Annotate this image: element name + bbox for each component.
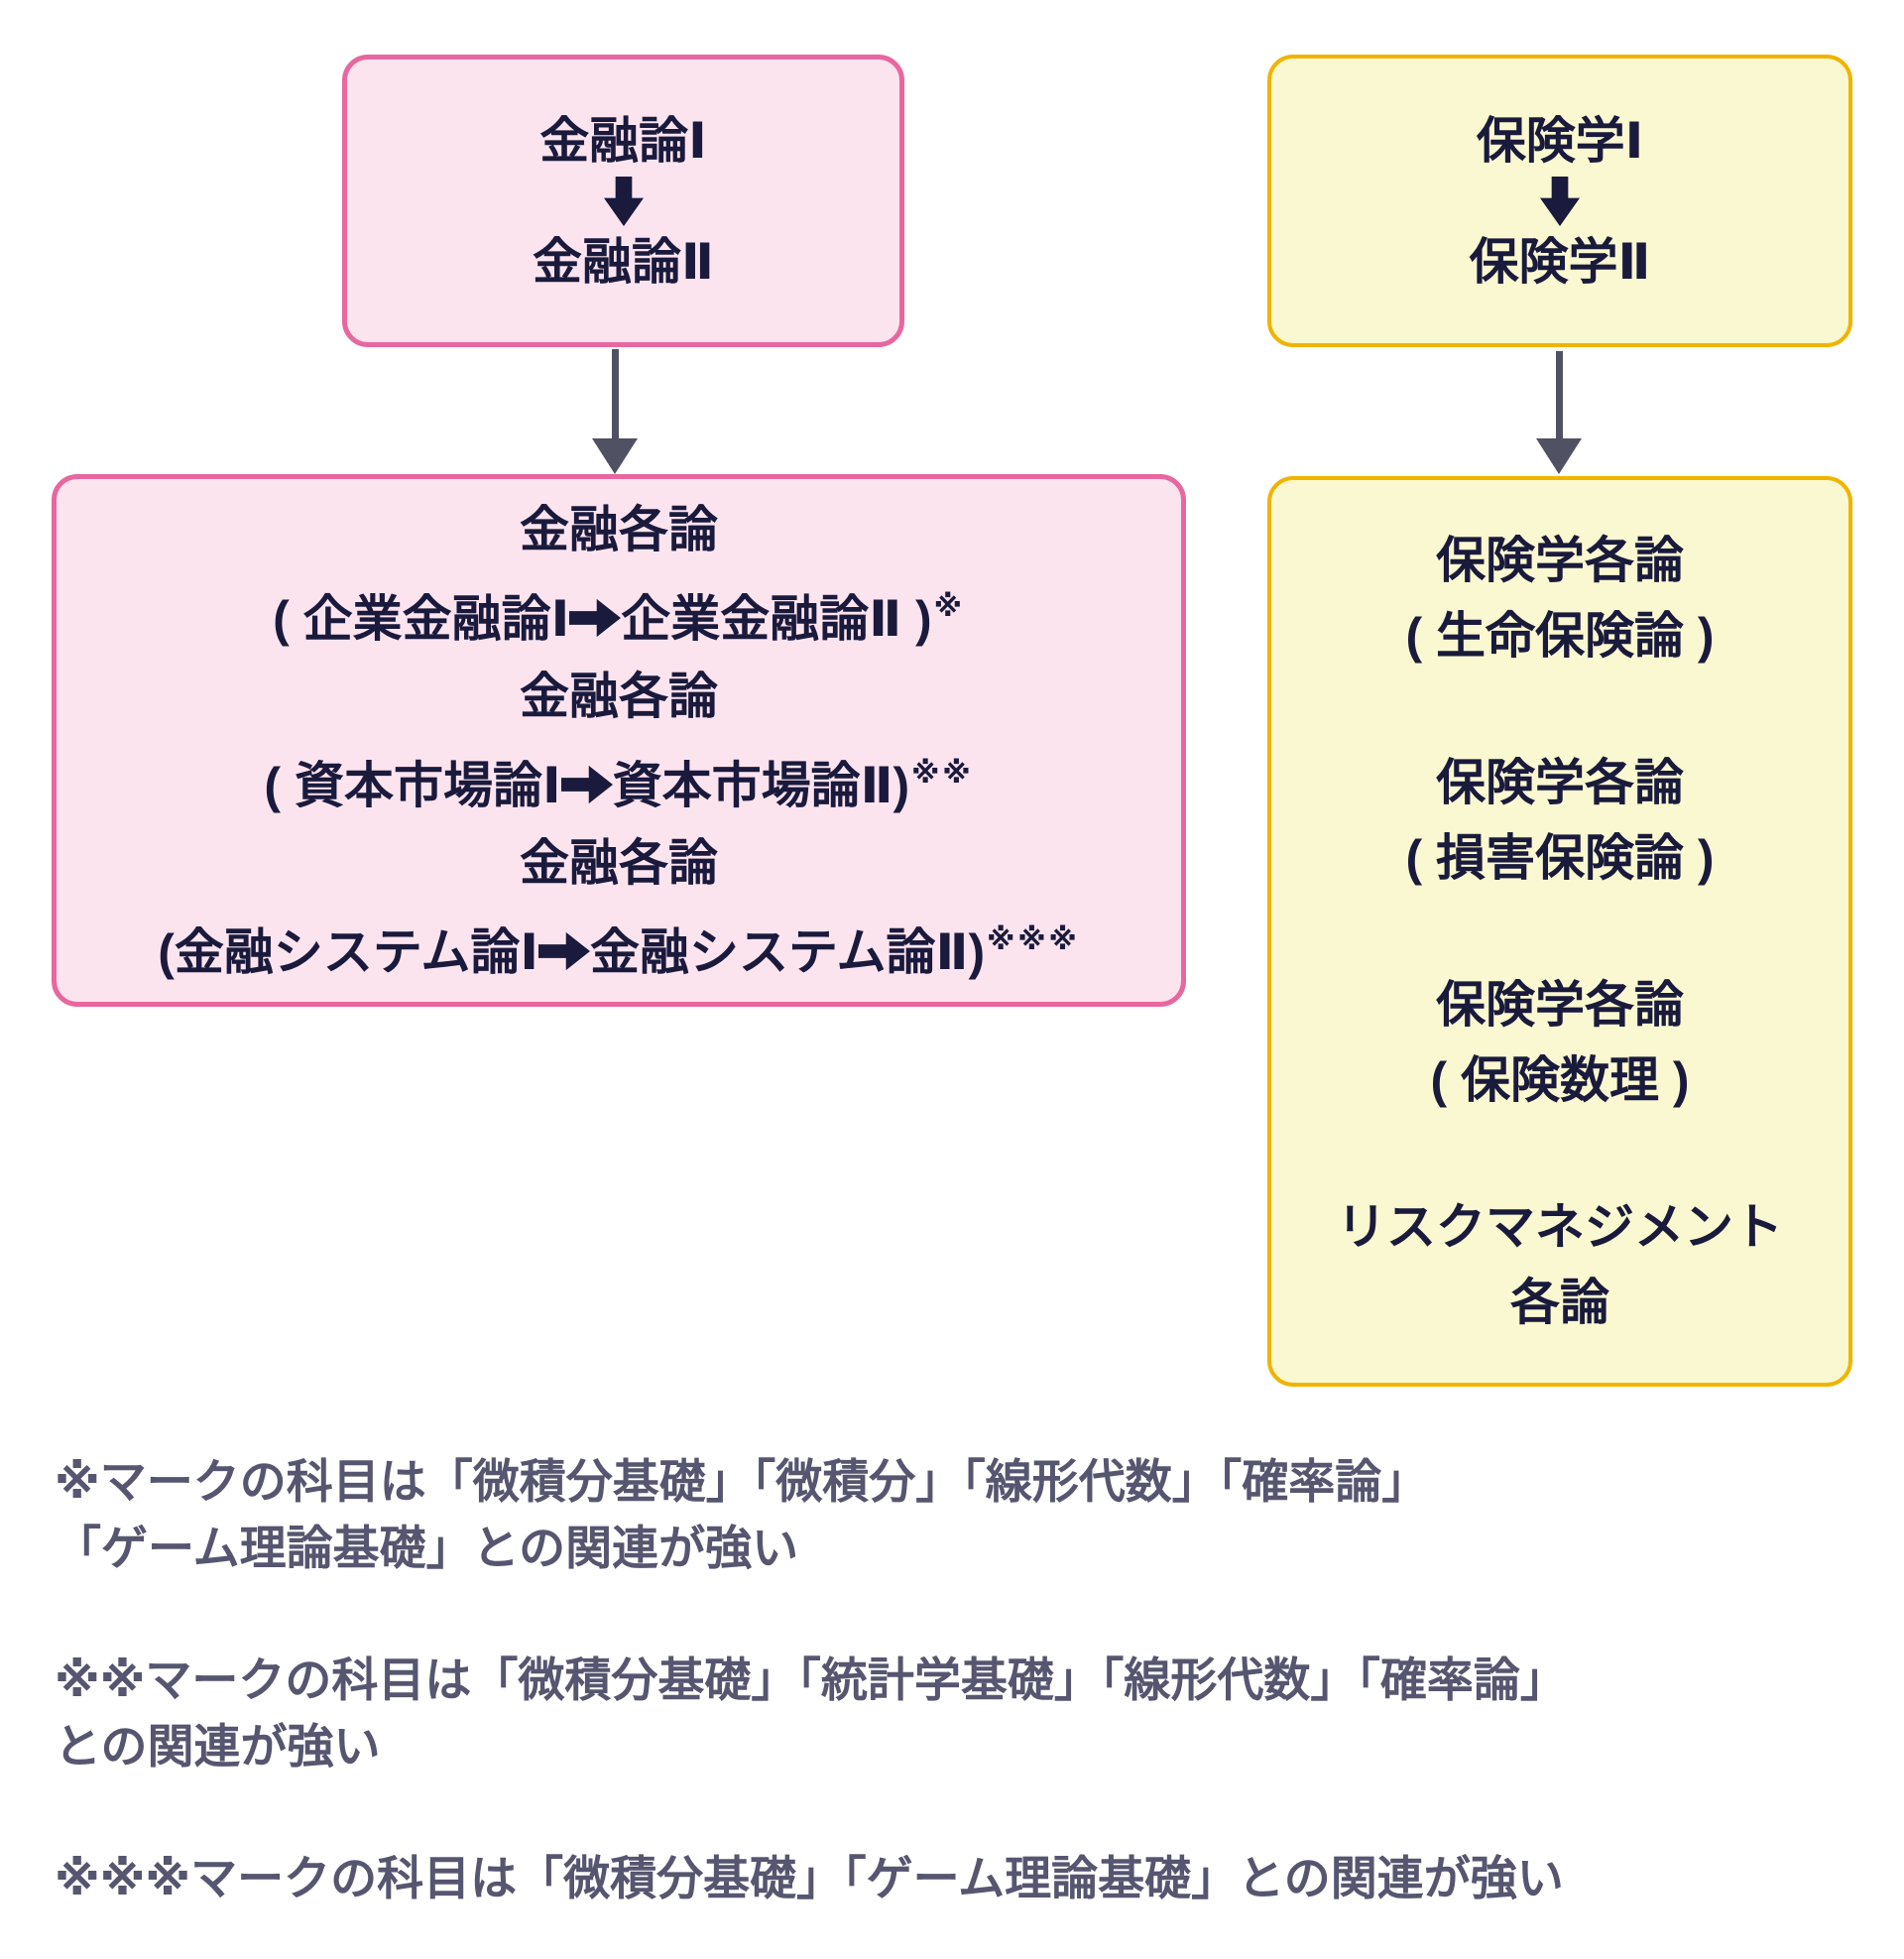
finance-detail-line: ( 資本市場論Ⅰ 資本市場論Ⅱ)※※ bbox=[264, 735, 973, 824]
course-insurance-1: 保険学Ⅰ bbox=[1476, 112, 1644, 169]
footnote-line: ※※※マークの科目は「微積分基礎」「ゲーム理論基礎」との関連が強い bbox=[55, 1852, 1564, 1904]
insurance-detail-group: リスクマネジメント 各論 bbox=[1337, 1189, 1783, 1340]
arrow-right-icon bbox=[538, 914, 591, 991]
arrow-stem bbox=[1555, 351, 1563, 438]
insurance-detail-line: 各論 bbox=[1510, 1275, 1609, 1330]
course-finance-1: 金融論Ⅰ bbox=[539, 112, 707, 169]
arrow-right-icon bbox=[569, 580, 622, 658]
text-run: 金融システム論Ⅱ) bbox=[590, 923, 986, 980]
insurance-detail-group: 保険学各論 ( 保険数理 ) bbox=[1430, 967, 1689, 1118]
footnotes-section: ※マークの科目は「微積分基礎」「微積分」「線形代数」「確率論」 「ゲーム理論基礎… bbox=[55, 1448, 1869, 1911]
insurance-detail-group: 保険学各論 ( 生命保険論 ) bbox=[1405, 523, 1714, 673]
finance-detail-line: 金融各論 bbox=[520, 491, 718, 568]
course-finance-2: 金融論Ⅱ bbox=[533, 233, 714, 290]
footnote-reference-mark: ※※※ bbox=[987, 923, 1080, 956]
footnote-reference-mark: ※※ bbox=[911, 757, 974, 790]
arrow-head bbox=[1536, 438, 1582, 474]
text-run: (金融システム論Ⅰ bbox=[158, 923, 539, 980]
footnote-line: ※マークの科目は「微積分基礎」「微積分」「線形代数」「確率論」 bbox=[55, 1455, 1429, 1508]
down-arrow-icon bbox=[1540, 176, 1580, 227]
insurance-detail-line: ( 生命保険論 ) bbox=[1405, 608, 1715, 664]
insurance-detail-group: 保険学各論 ( 損害保険論 ) bbox=[1405, 745, 1714, 896]
finance-detail-line: (金融システム論Ⅰ 金融システム論Ⅱ)※※※ bbox=[158, 902, 1079, 991]
insurance-intro-box: 保険学Ⅰ 保険学Ⅱ bbox=[1267, 55, 1852, 347]
finance-detail-line: ( 企業金融論Ⅰ 企業金融論Ⅱ )※ bbox=[273, 568, 965, 658]
footnote-line: ※※マークの科目は「微積分基礎」「統計学基礎」「線形代数」「確率論」 bbox=[55, 1653, 1567, 1706]
arrow-right-icon bbox=[560, 747, 613, 824]
arrow-stem bbox=[611, 349, 619, 438]
finance-intro-box: 金融論Ⅰ 金融論Ⅱ bbox=[342, 55, 904, 347]
text-run: 金融各論 bbox=[520, 834, 718, 891]
text-run: 金融各論 bbox=[520, 501, 718, 557]
course-insurance-2: 保険学Ⅱ bbox=[1469, 233, 1651, 290]
finance-detail-box: 金融各論 ( 企業金融論Ⅰ 企業金融論Ⅱ )※ 金融各論 ( 資本市場論Ⅰ 資本市場… bbox=[52, 474, 1186, 1007]
finance-detail-line: 金融各論 bbox=[520, 658, 718, 735]
flow-arrow-finance bbox=[592, 349, 638, 474]
flow-arrow-insurance bbox=[1536, 351, 1582, 474]
insurance-detail-line: 保険学各論 bbox=[1436, 755, 1684, 810]
text-run: 金融各論 bbox=[520, 668, 718, 724]
down-arrow-icon bbox=[603, 176, 644, 227]
text-run: 資本市場論Ⅱ) bbox=[612, 757, 910, 813]
insurance-detail-line: ( 保険数理 ) bbox=[1430, 1052, 1690, 1108]
footnote-2: ※※マークの科目は「微積分基礎」「統計学基礎」「線形代数」「確率論」 との関連が… bbox=[55, 1647, 1869, 1779]
finance-detail-line: 金融各論 bbox=[520, 824, 718, 902]
insurance-detail-line: リスクマネジメント bbox=[1337, 1199, 1783, 1255]
footnote-3: ※※※マークの科目は「微積分基礎」「ゲーム理論基礎」との関連が強い bbox=[55, 1845, 1869, 1911]
text-run: ( 企業金融論Ⅰ bbox=[273, 590, 570, 647]
footnote-line: 「ゲーム理論基礎」との関連が強い bbox=[55, 1522, 799, 1574]
footnote-reference-mark: ※ bbox=[933, 590, 965, 623]
text-run: 企業金融論Ⅱ ) bbox=[621, 590, 932, 647]
insurance-detail-line: 保険学各論 bbox=[1436, 977, 1684, 1033]
insurance-detail-line: 保険学各論 bbox=[1436, 533, 1684, 588]
text-run: ( 資本市場論Ⅰ bbox=[264, 757, 561, 813]
insurance-detail-box: 保険学各論 ( 生命保険論 ) 保険学各論 ( 損害保険論 ) 保険学各論 ( … bbox=[1267, 476, 1852, 1387]
arrow-head bbox=[592, 438, 638, 474]
footnote-line: との関連が強い bbox=[55, 1720, 381, 1773]
insurance-detail-line: ( 損害保険論 ) bbox=[1405, 830, 1715, 886]
footnote-1: ※マークの科目は「微積分基礎」「微積分」「線形代数」「確率論」 「ゲーム理論基礎… bbox=[55, 1448, 1869, 1581]
